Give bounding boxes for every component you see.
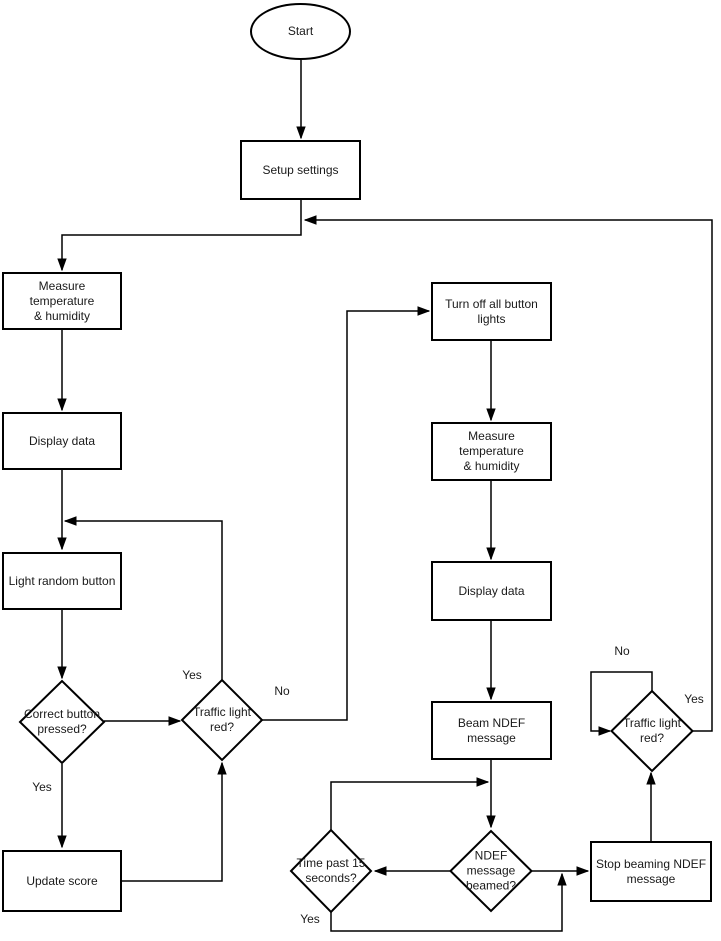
node-light-random-button: Light random button (2, 552, 122, 610)
edge-label-no-4: No (614, 644, 630, 658)
edge-label-no-2: No (274, 684, 290, 698)
node-time-past-15-seconds-shape (289, 828, 373, 914)
node-turn-off-all-button-lights: Turn off all button lights (431, 282, 552, 341)
edge-time-past-15-seconds-to-stop-beaming-ndef-message (330, 874, 562, 932)
edge-label-yes-1: Yes (182, 668, 202, 682)
node-measure-temp-humidity-2: Measure temperature & humidity (431, 422, 552, 481)
node-traffic-light-red-1-shape (180, 678, 264, 762)
node-traffic-light-red-1-label: Traffic light red? (192, 705, 252, 734)
node-ndef-message-beamed-shape (449, 829, 533, 913)
node-beam-ndef-message: Beam NDEF message (431, 701, 552, 760)
edge-label-yes-0: Yes (32, 780, 52, 794)
edge-time-past-15-seconds-to-ndef-message-beamed (330, 782, 488, 830)
edge-traffic-light-red-1-to-light-random-button (65, 521, 223, 680)
edge-update-score-to-traffic-light-red-1 (122, 763, 222, 882)
node-traffic-light-red-2-label: Traffic light red? (622, 716, 682, 745)
node-start: Start (250, 3, 351, 60)
node-time-past-15-seconds-label: Time past 15 seconds? (296, 856, 366, 885)
edge-label-yes-5: Yes (684, 692, 704, 706)
node-stop-beaming-ndef-message: Stop beaming NDEF message (590, 841, 712, 902)
node-display-data-2: Display data (431, 561, 552, 621)
edge-traffic-light-red-2-to-setup-settings (305, 220, 713, 732)
edge-label-yes-3: Yes (300, 912, 320, 926)
node-correct-button-pressed-label: Correct button pressed? (23, 707, 101, 736)
node-correct-button-pressed-shape (18, 679, 106, 765)
edge-setup-settings-to-measure-temp-humidity-1 (62, 200, 302, 270)
node-setup-settings: Setup settings (240, 140, 361, 200)
node-display-data-1: Display data (2, 412, 122, 470)
node-update-score: Update score (2, 850, 122, 912)
edge-traffic-light-red-2-to-traffic-light-red-2 (590, 671, 653, 731)
node-ndef-message-beamed-label: NDEF message beamed? (465, 848, 517, 893)
node-measure-temp-humidity-1: Measure temperature & humidity (2, 272, 122, 330)
edge-traffic-light-red-1-to-turn-off-all-button-lights (262, 311, 429, 721)
node-traffic-light-red-2-shape (610, 689, 694, 773)
